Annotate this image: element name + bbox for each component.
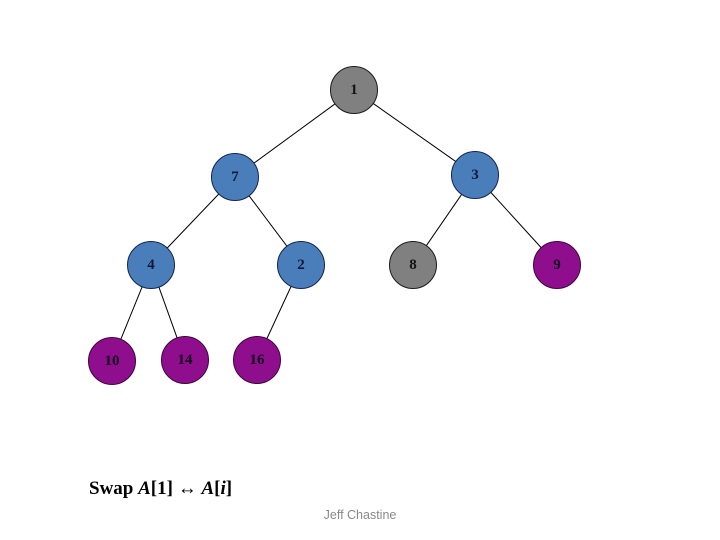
- tree-node-label: 7: [231, 168, 239, 185]
- tree-node-9[interactable]: 9: [533, 241, 581, 289]
- tree-edge: [266, 285, 292, 340]
- tree-node-label: 3: [471, 166, 479, 183]
- tree-node-label: 10: [104, 352, 120, 369]
- caption-left-operand: A: [138, 478, 151, 499]
- tree-node-label: 16: [249, 351, 265, 368]
- tree-node-label: 14: [177, 351, 193, 368]
- tree-edge: [425, 193, 463, 247]
- tree-node-3[interactable]: 3: [451, 151, 499, 199]
- tree-edge: [490, 191, 542, 249]
- tree-edge: [253, 103, 336, 164]
- tree-edge: [372, 102, 457, 163]
- tree-node-14[interactable]: 14: [161, 336, 209, 384]
- tree-edge: [248, 195, 288, 247]
- caption-right-bracket-open: [: [214, 478, 221, 499]
- tree-node-label: 4: [147, 256, 155, 273]
- tree-node-10[interactable]: 10: [88, 337, 136, 385]
- tree-edge: [158, 286, 178, 339]
- tree-node-label: 2: [297, 256, 305, 273]
- author-credit: Jeff Chastine: [323, 508, 397, 522]
- tree-node-1[interactable]: 1: [330, 66, 378, 114]
- tree-node-4[interactable]: 4: [127, 241, 175, 289]
- tree-node-2[interactable]: 2: [277, 241, 325, 289]
- tree-edge: [166, 193, 220, 249]
- swap-arrow-icon: ↔: [177, 478, 197, 499]
- tree-node-8[interactable]: 8: [389, 241, 437, 289]
- caption-right-bracket-close: ]: [225, 478, 233, 499]
- caption-swap: Swap A[1] ↔ A[i]: [89, 478, 232, 500]
- caption-right-operand: A: [201, 478, 215, 499]
- tree-node-label: 9: [553, 256, 561, 273]
- caption-right-index-var: i: [220, 478, 226, 499]
- caption-left-index: [1]: [150, 478, 178, 499]
- tree-edge: [120, 286, 143, 340]
- tree-node-16[interactable]: 16: [233, 336, 281, 384]
- tree-node-label: 1: [350, 81, 358, 98]
- tree-node-label: 8: [409, 256, 417, 273]
- caption-prefix: Swap: [89, 478, 139, 499]
- tree-node-7[interactable]: 7: [211, 153, 259, 201]
